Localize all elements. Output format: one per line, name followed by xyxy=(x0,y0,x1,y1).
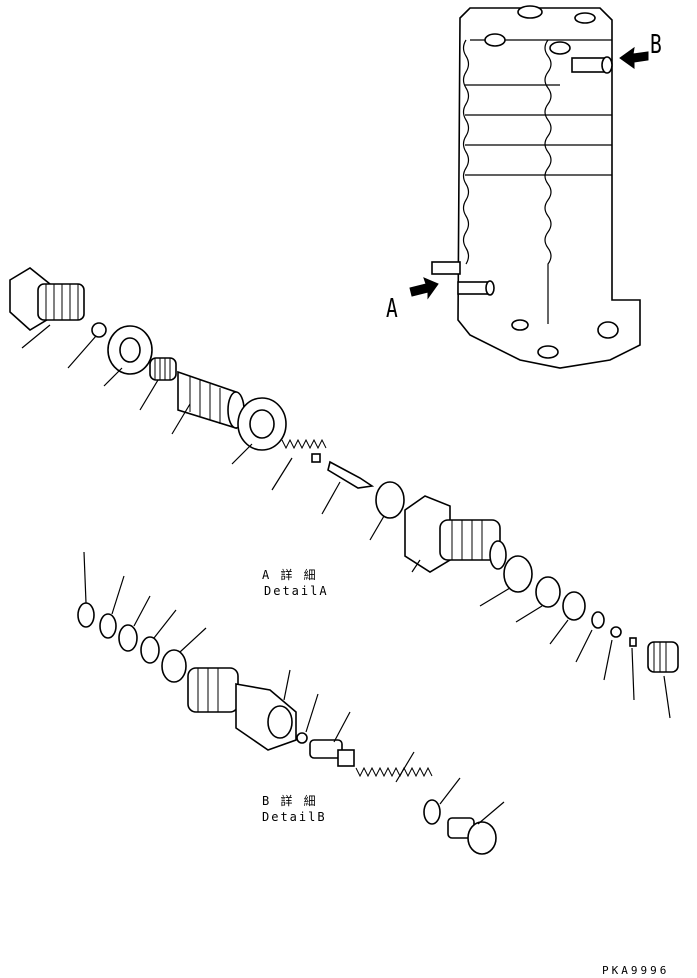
detail-b-poppet-part xyxy=(309,739,355,767)
detail-a-leader-lines xyxy=(21,324,671,719)
detail-a-backup-ring xyxy=(535,576,561,608)
detail-b-parts xyxy=(77,602,497,855)
arrow-to-b-icon xyxy=(619,46,649,69)
detail-b-backup-ring-2 xyxy=(118,624,138,652)
detail-a-oring-2 xyxy=(375,481,405,519)
detail-b-title-jp: B 詳 細 xyxy=(262,794,318,808)
detail-a-plug-part xyxy=(9,267,85,331)
detail-a-pin xyxy=(629,637,637,647)
detail-a-nut-part xyxy=(107,325,153,375)
detail-b-ball xyxy=(296,732,308,744)
detail-b-leader-lines xyxy=(83,551,505,825)
detail-b-end-plug-part xyxy=(447,817,497,855)
detail-a-oring-1 xyxy=(91,322,107,338)
valve-body-assembly xyxy=(431,5,641,369)
detail-a-spring-part xyxy=(281,438,327,463)
detail-b-oring-4 xyxy=(423,799,441,825)
drawing-code: PKA9996 xyxy=(602,964,670,977)
detail-a-title-jp: A 詳 細 xyxy=(262,568,318,582)
detail-b-oring-1 xyxy=(77,602,95,628)
detail-a-spring-seat-part xyxy=(149,357,177,381)
arrow-to-a-icon xyxy=(409,277,439,300)
detail-a-parts xyxy=(9,267,679,673)
detail-a-ball xyxy=(610,626,622,638)
view-a-label: A xyxy=(386,294,398,324)
detail-a-poppet-part xyxy=(327,460,375,489)
detail-a-title-en: DetailA xyxy=(264,584,329,598)
detail-a-lock-nut-part xyxy=(237,397,287,451)
detail-b-spring-part xyxy=(355,766,433,778)
view-b-label: B xyxy=(650,30,662,60)
detail-a-oring-4 xyxy=(562,591,586,621)
detail-b-title-en: DetailB xyxy=(262,810,327,824)
detail-a-sleeve-part xyxy=(177,370,245,430)
detail-b-oring-2 xyxy=(140,636,160,664)
detail-a-oring-3 xyxy=(503,555,533,593)
detail-a-oring-5 xyxy=(591,611,605,629)
detail-b-oring-3 xyxy=(161,649,187,683)
detail-a-end-plug-part xyxy=(647,641,679,673)
detail-b-valve-body-part xyxy=(187,667,297,751)
detail-a-valve-body-part xyxy=(404,495,507,573)
detail-b-backup-ring-1 xyxy=(99,613,117,639)
